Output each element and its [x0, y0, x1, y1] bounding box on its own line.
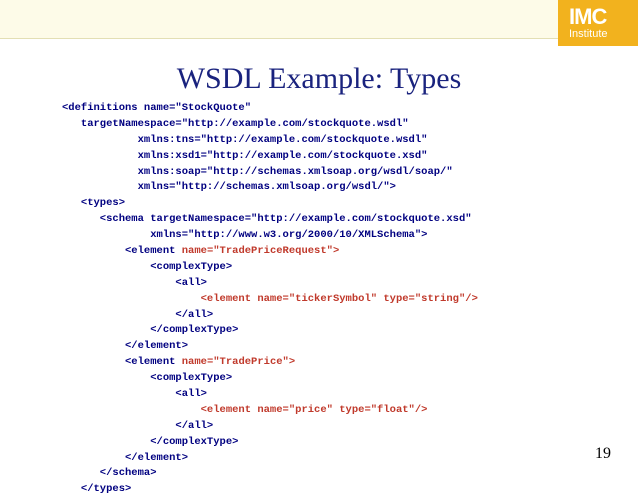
code-line: targetNamespace="http://example.com/stoc… — [62, 117, 478, 133]
code-block: <definitions name="StockQuote" targetNam… — [62, 101, 478, 498]
code-text: </all> — [62, 308, 214, 321]
imc-institute-logo: IMC Institute — [558, 0, 638, 46]
code-highlight: name="TradePriceRequest"> — [181, 245, 340, 258]
header-band — [0, 0, 558, 39]
code-text: <complexType> — [62, 372, 233, 385]
code-line: xmlns:soap="http://schemas.xmlsoap.org/w… — [62, 165, 478, 181]
code-text: <element — [62, 356, 182, 369]
page-number: 19 — [595, 445, 611, 462]
code-text: xmlns="http://www.w3.org/2000/10/XMLSche… — [62, 229, 428, 242]
code-text: xmlns:tns="http://example.com/stockquote… — [62, 133, 428, 146]
code-text: <definitions name="StockQuote" — [62, 102, 252, 114]
code-highlight: <element name="price" type="float"/> — [62, 403, 428, 416]
code-text: </element> — [62, 340, 189, 353]
code-text: </all> — [62, 419, 214, 432]
code-text: <schema targetNamespace="http://example.… — [62, 213, 472, 226]
code-line: <element name="tickerSymbol" type="strin… — [62, 292, 478, 308]
code-text: <complexType> — [62, 260, 233, 273]
code-text: <types> — [62, 197, 126, 210]
code-line: </types> — [62, 482, 478, 498]
code-text: <all> — [62, 276, 207, 289]
code-text: xmlns:soap="http://schemas.xmlsoap.org/w… — [62, 165, 453, 178]
code-line: </complexType> — [62, 435, 478, 451]
code-line: </complexType> — [62, 323, 478, 339]
code-text: </complexType> — [62, 324, 239, 337]
code-line: <all> — [62, 276, 478, 292]
code-line: </all> — [62, 419, 478, 435]
code-line: <complexType> — [62, 371, 478, 387]
code-line: <schema targetNamespace="http://example.… — [62, 212, 478, 228]
logo-subtitle: Institute — [569, 28, 608, 40]
code-line: xmlns:xsd1="http://example.com/stockquot… — [62, 149, 478, 165]
code-text: <all> — [62, 388, 207, 401]
code-line: xmlns="http://www.w3.org/2000/10/XMLSche… — [62, 228, 478, 244]
code-text: </complexType> — [62, 435, 239, 448]
code-highlight: name="TradePrice"> — [181, 356, 296, 369]
slide-title: WSDL Example: Types — [176, 62, 462, 95]
code-line: <definitions name="StockQuote" — [62, 101, 478, 117]
code-line: <all> — [62, 387, 478, 403]
code-line: <types> — [62, 196, 478, 212]
code-text: </element> — [62, 451, 189, 464]
code-line: </all> — [62, 308, 478, 324]
code-text: xmlns:xsd1="http://example.com/stockquot… — [62, 149, 428, 162]
code-text: targetNamespace="http://example.com/stoc… — [62, 117, 409, 130]
code-line: </element> — [62, 451, 478, 467]
code-text: </schema> — [62, 467, 157, 480]
code-line: </schema> — [62, 466, 478, 482]
code-line: </element> — [62, 339, 478, 355]
code-line: <element name="price" type="float"/> — [62, 403, 478, 419]
code-text: xmlns="http://schemas.xmlsoap.org/wsdl/"… — [62, 181, 396, 194]
code-text: </types> — [62, 483, 132, 496]
code-line: <complexType> — [62, 260, 478, 276]
logo-mark: IMC — [569, 4, 607, 29]
code-highlight: <element name="tickerSymbol" type="strin… — [62, 292, 478, 305]
code-line: xmlns="http://schemas.xmlsoap.org/wsdl/"… — [62, 180, 478, 196]
code-line: xmlns:tns="http://example.com/stockquote… — [62, 133, 478, 149]
code-text: <element — [62, 245, 182, 258]
code-line: <element name="TradePriceRequest"> — [62, 244, 478, 260]
code-line: <element name="TradePrice"> — [62, 355, 478, 371]
